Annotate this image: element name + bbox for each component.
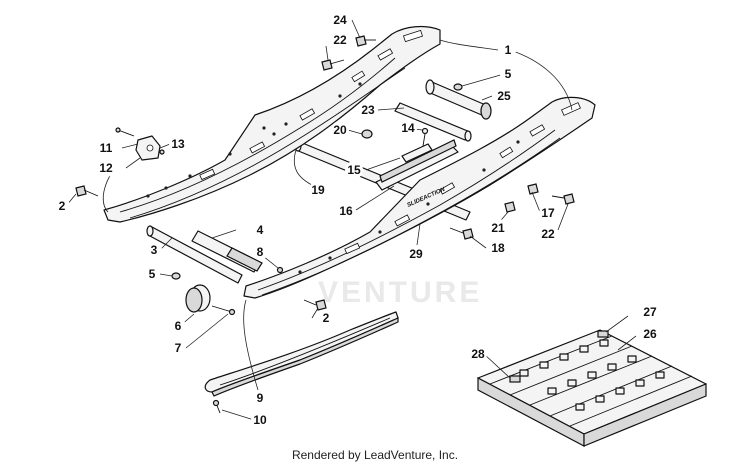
callout-20[interactable]: 20 <box>331 121 349 139</box>
callout-27[interactable]: 27 <box>641 303 659 321</box>
part-track-26[interactable] <box>477 329 707 447</box>
callout-28[interactable]: 28 <box>469 345 487 363</box>
callout-21[interactable]: 21 <box>489 219 507 237</box>
svg-text:14: 14 <box>401 121 415 135</box>
svg-text:25: 25 <box>497 89 511 103</box>
svg-text:5: 5 <box>505 67 512 81</box>
callout-10[interactable]: 10 <box>251 411 269 429</box>
callout-5-upper[interactable]: 5 <box>500 66 516 82</box>
svg-text:27: 27 <box>643 305 657 319</box>
callout-15[interactable]: 15 <box>345 161 363 179</box>
part-track-clip-28[interactable] <box>509 375 521 383</box>
svg-text:5: 5 <box>149 267 156 281</box>
part-pin-13[interactable] <box>159 149 165 155</box>
svg-text:22: 22 <box>541 227 555 241</box>
part-bolt-24[interactable] <box>355 35 376 47</box>
callout-22-right[interactable]: 22 <box>539 225 557 243</box>
part-screw-11[interactable] <box>115 127 135 137</box>
svg-text:19: 19 <box>311 183 325 197</box>
part-wear-strip-9[interactable] <box>204 311 399 397</box>
part-slide-block-15[interactable] <box>375 139 459 191</box>
callout-6[interactable]: 6 <box>170 318 186 334</box>
svg-text:22: 22 <box>333 33 347 47</box>
part-washer-5-upper[interactable] <box>453 83 463 91</box>
part-spacer-4[interactable] <box>191 230 263 273</box>
svg-text:7: 7 <box>175 341 182 355</box>
callout-2-lower[interactable]: 2 <box>318 310 334 326</box>
callout-18[interactable]: 18 <box>489 239 507 257</box>
svg-text:29: 29 <box>409 247 423 261</box>
callout-2-upper[interactable]: 2 <box>54 198 70 214</box>
callout-12[interactable]: 12 <box>97 159 115 177</box>
callout-3[interactable]: 3 <box>146 242 162 258</box>
part-axle-25[interactable] <box>425 79 492 120</box>
part-bolt-22-right[interactable] <box>551 193 575 205</box>
callout-7[interactable]: 7 <box>170 340 186 356</box>
svg-text:9: 9 <box>257 391 264 405</box>
svg-text:20: 20 <box>333 123 347 137</box>
rendered-by-footer: Rendered by LeadVenture, Inc. <box>291 448 459 462</box>
svg-text:16: 16 <box>339 204 353 218</box>
part-nut-20[interactable] <box>361 129 373 139</box>
part-rail-left-1[interactable]: SLIDEACTION <box>243 96 596 299</box>
callout-24[interactable]: 24 <box>331 11 349 29</box>
part-bolt-14[interactable] <box>421 127 429 147</box>
callout-14[interactable]: 14 <box>399 119 417 137</box>
svg-text:28: 28 <box>471 347 485 361</box>
part-washer-5-lower[interactable] <box>171 272 181 280</box>
svg-text:23: 23 <box>361 103 375 117</box>
part-bolt-2-upper[interactable] <box>75 185 99 197</box>
part-rail-right-1[interactable] <box>103 25 441 223</box>
part-bolt-18[interactable] <box>449 227 474 240</box>
watermark-text: VENTURE <box>318 276 482 309</box>
leader-lines <box>65 19 637 421</box>
svg-text:10: 10 <box>253 413 267 427</box>
callout-29[interactable]: 29 <box>407 245 425 263</box>
svg-text:13: 13 <box>171 137 185 151</box>
part-screw-10[interactable] <box>212 399 221 414</box>
callout-25[interactable]: 25 <box>495 87 513 105</box>
svg-text:4: 4 <box>257 223 264 237</box>
callout-8[interactable]: 8 <box>252 244 268 260</box>
svg-text:18: 18 <box>491 241 505 255</box>
svg-text:3: 3 <box>151 243 158 257</box>
svg-text:8: 8 <box>257 245 264 259</box>
callout-23[interactable]: 23 <box>359 101 377 119</box>
svg-text:2: 2 <box>323 311 330 325</box>
svg-text:21: 21 <box>491 221 505 235</box>
part-wheel-6[interactable] <box>185 284 211 313</box>
part-bolt-7[interactable] <box>211 305 236 316</box>
part-track-clip-27[interactable] <box>597 330 609 338</box>
callout-26[interactable]: 26 <box>641 325 659 343</box>
part-bolt-17[interactable] <box>527 183 539 195</box>
callout-17[interactable]: 17 <box>539 204 557 222</box>
svg-text:11: 11 <box>100 141 113 155</box>
svg-text:2: 2 <box>59 199 66 213</box>
track-lugs <box>519 339 665 411</box>
part-cross-shaft-3[interactable] <box>146 225 243 284</box>
callout-16[interactable]: 16 <box>337 202 355 220</box>
part-bracket-12[interactable] <box>135 135 161 161</box>
callout-19[interactable]: 19 <box>309 181 327 199</box>
callout-5-lower[interactable]: 5 <box>144 266 160 282</box>
part-bolt-22-upper[interactable] <box>321 59 345 71</box>
svg-text:15: 15 <box>347 163 361 177</box>
part-bolt-2-lower[interactable] <box>303 299 327 311</box>
callout-1[interactable]: 1 <box>500 42 516 58</box>
callout-11[interactable]: 11 <box>97 139 115 157</box>
callout-13[interactable]: 13 <box>169 135 187 153</box>
svg-text:1: 1 <box>505 43 512 57</box>
callout-22-upper[interactable]: 22 <box>331 31 349 49</box>
svg-text:17: 17 <box>541 206 555 220</box>
callout-labels: 1 24 22 5 25 23 14 20 15 19 16 17 21 22 … <box>54 11 659 429</box>
svg-text:26: 26 <box>643 327 657 341</box>
svg-text:12: 12 <box>99 161 113 175</box>
callout-9[interactable]: 9 <box>252 390 268 406</box>
svg-text:6: 6 <box>175 319 182 333</box>
callout-4[interactable]: 4 <box>252 222 268 238</box>
part-bolt-21[interactable] <box>504 201 516 213</box>
svg-text:24: 24 <box>333 13 347 27</box>
part-pin-8[interactable] <box>276 266 284 274</box>
